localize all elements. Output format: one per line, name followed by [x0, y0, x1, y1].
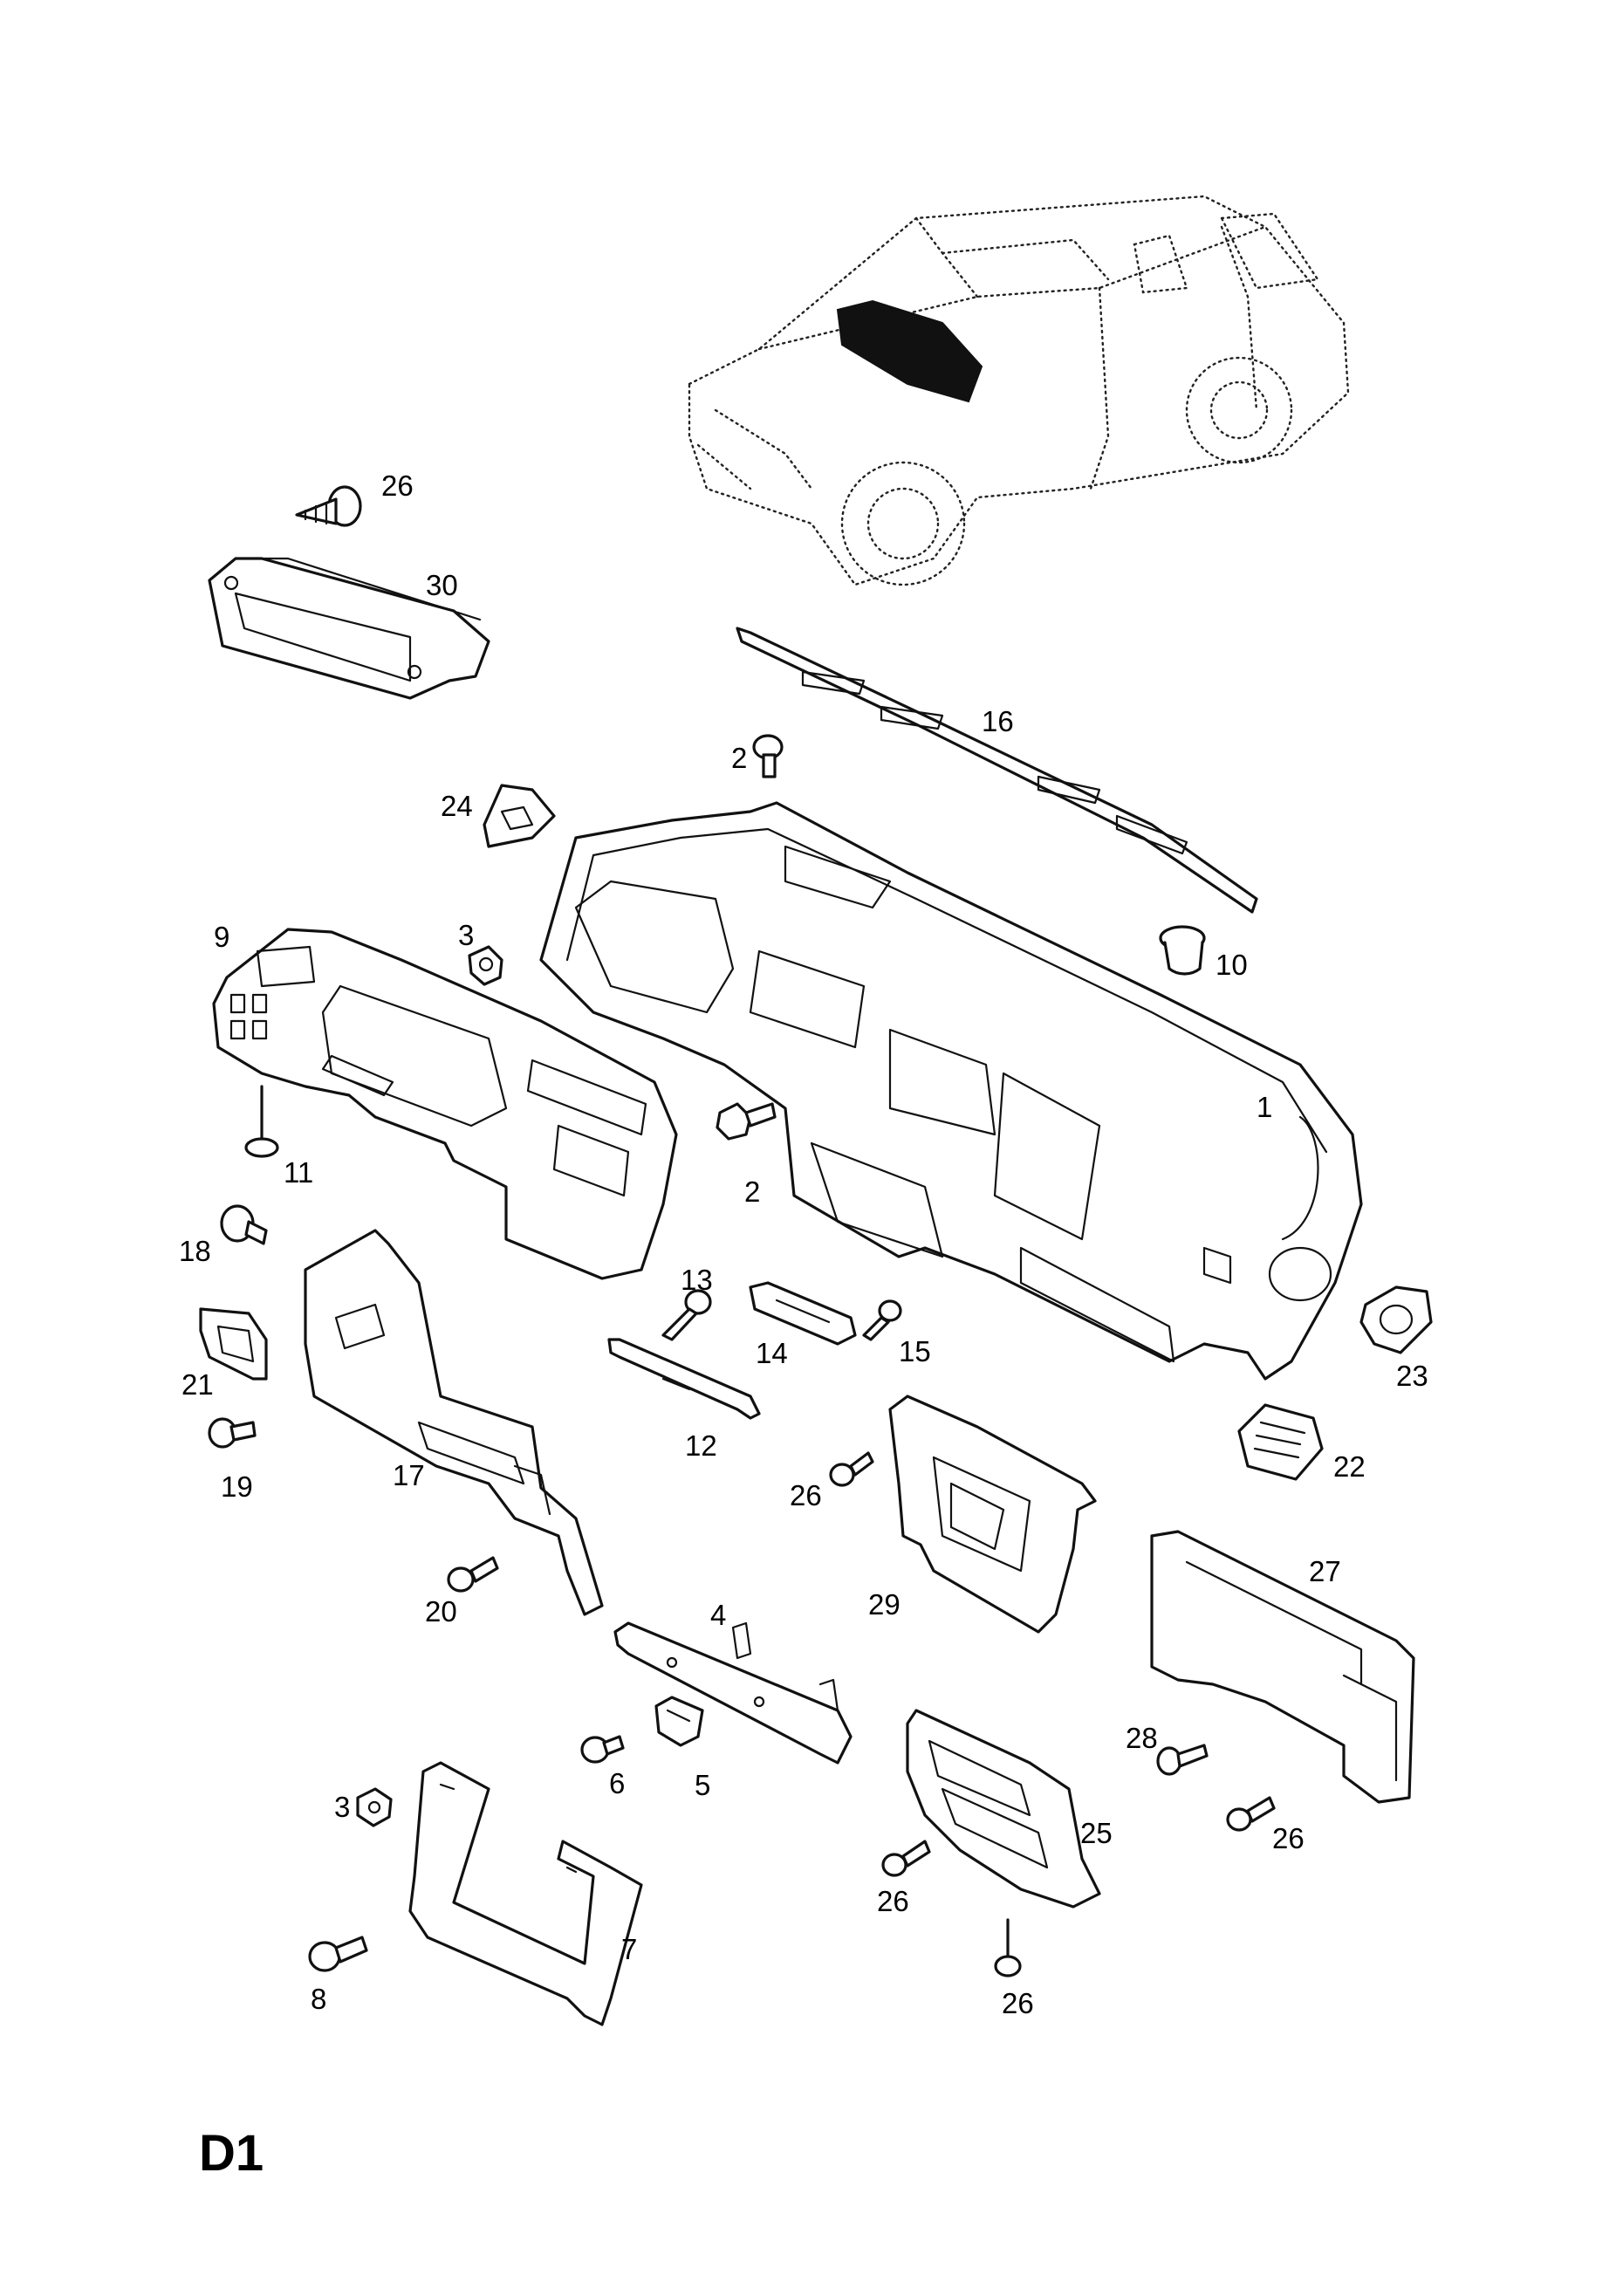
callout-30: 30 — [426, 569, 458, 601]
vehicle-overview — [688, 195, 1350, 586]
lower-bracket-7 — [408, 1761, 643, 2026]
clip-24 — [483, 784, 556, 848]
screw-15 — [862, 1299, 902, 1341]
callout-18: 18 — [179, 1235, 211, 1267]
bolt-8 — [308, 1936, 368, 1972]
callout-6: 6 — [609, 1767, 625, 1799]
callout-26-bottom-center: 26 — [877, 1885, 909, 1917]
screw-11 — [244, 1085, 279, 1158]
defroster-strip-16 — [736, 627, 1258, 914]
callout-26-bottom: 26 — [1002, 1987, 1034, 2019]
callout-29: 29 — [868, 1588, 901, 1621]
screw-26-top — [295, 485, 362, 527]
callout-13: 13 — [681, 1264, 713, 1296]
screw-26-bottom — [994, 1918, 1022, 1977]
screw-20 — [447, 1556, 499, 1593]
callout-19: 19 — [221, 1470, 253, 1503]
callout-1: 1 — [1257, 1091, 1272, 1123]
callout-26-top: 26 — [381, 469, 414, 502]
callout-5: 5 — [695, 1769, 710, 1801]
instrument-panel-9 — [212, 928, 678, 1280]
clip-5 — [654, 1696, 704, 1747]
cap-10 — [1159, 925, 1206, 976]
callout-9: 9 — [214, 921, 229, 953]
callout-20: 20 — [425, 1595, 457, 1628]
side-panel-27 — [1150, 1530, 1415, 1804]
callout-4: 4 — [710, 1599, 726, 1631]
bolt-18 — [220, 1204, 268, 1245]
callout-26-middle: 26 — [790, 1479, 822, 1511]
callout-2-top: 2 — [731, 742, 747, 774]
callout-25: 25 — [1080, 1817, 1113, 1849]
callout-27: 27 — [1309, 1555, 1341, 1587]
vent-22 — [1237, 1403, 1324, 1481]
callout-22: 22 — [1333, 1450, 1366, 1483]
callout-28: 28 — [1126, 1722, 1158, 1754]
lower-panel-17 — [304, 1229, 604, 1616]
callout-17: 17 — [393, 1459, 425, 1491]
callout-3-bottom: 3 — [334, 1791, 350, 1823]
callout-23: 23 — [1396, 1360, 1428, 1392]
grommet-23 — [1359, 1285, 1433, 1354]
callout-8: 8 — [311, 1983, 326, 2015]
callout-3-top: 3 — [458, 919, 474, 951]
screw-26-middle — [829, 1451, 874, 1487]
trim-14 — [749, 1281, 857, 1346]
callout-14: 14 — [756, 1337, 788, 1369]
bezel-25 — [906, 1709, 1101, 1909]
frame-29 — [888, 1395, 1097, 1634]
callout-7: 7 — [621, 1933, 637, 1965]
callout-16: 16 — [982, 705, 1014, 737]
bolt-2-middle — [716, 1102, 777, 1141]
callout-15: 15 — [899, 1335, 931, 1367]
dashboard-panel-1 — [539, 801, 1363, 1381]
bolt-19 — [208, 1417, 257, 1449]
bracket-4 — [613, 1621, 853, 1765]
callout-24: 24 — [441, 790, 473, 822]
callout-12: 12 — [685, 1429, 717, 1462]
page-id: D1 — [199, 2125, 264, 2182]
callout-11: 11 — [284, 1156, 313, 1189]
clip-28 — [1156, 1744, 1209, 1776]
callout-26-right: 26 — [1272, 1822, 1305, 1854]
pocket-30 — [208, 557, 490, 700]
callout-21: 21 — [181, 1368, 214, 1401]
screw-13 — [661, 1289, 712, 1341]
bracket-12 — [607, 1338, 761, 1420]
nut-3-top — [468, 945, 503, 986]
bolt-6 — [580, 1735, 625, 1764]
nut-3-bottom — [356, 1787, 393, 1827]
highlighted-dashboard-area — [836, 299, 983, 403]
screw-26-bottom-center — [881, 1840, 931, 1877]
housing-21 — [199, 1307, 268, 1381]
callout-10: 10 — [1216, 949, 1248, 981]
callout-2-middle: 2 — [744, 1175, 760, 1208]
screw-26-right — [1226, 1796, 1276, 1832]
bolt-2-top — [752, 734, 784, 778]
